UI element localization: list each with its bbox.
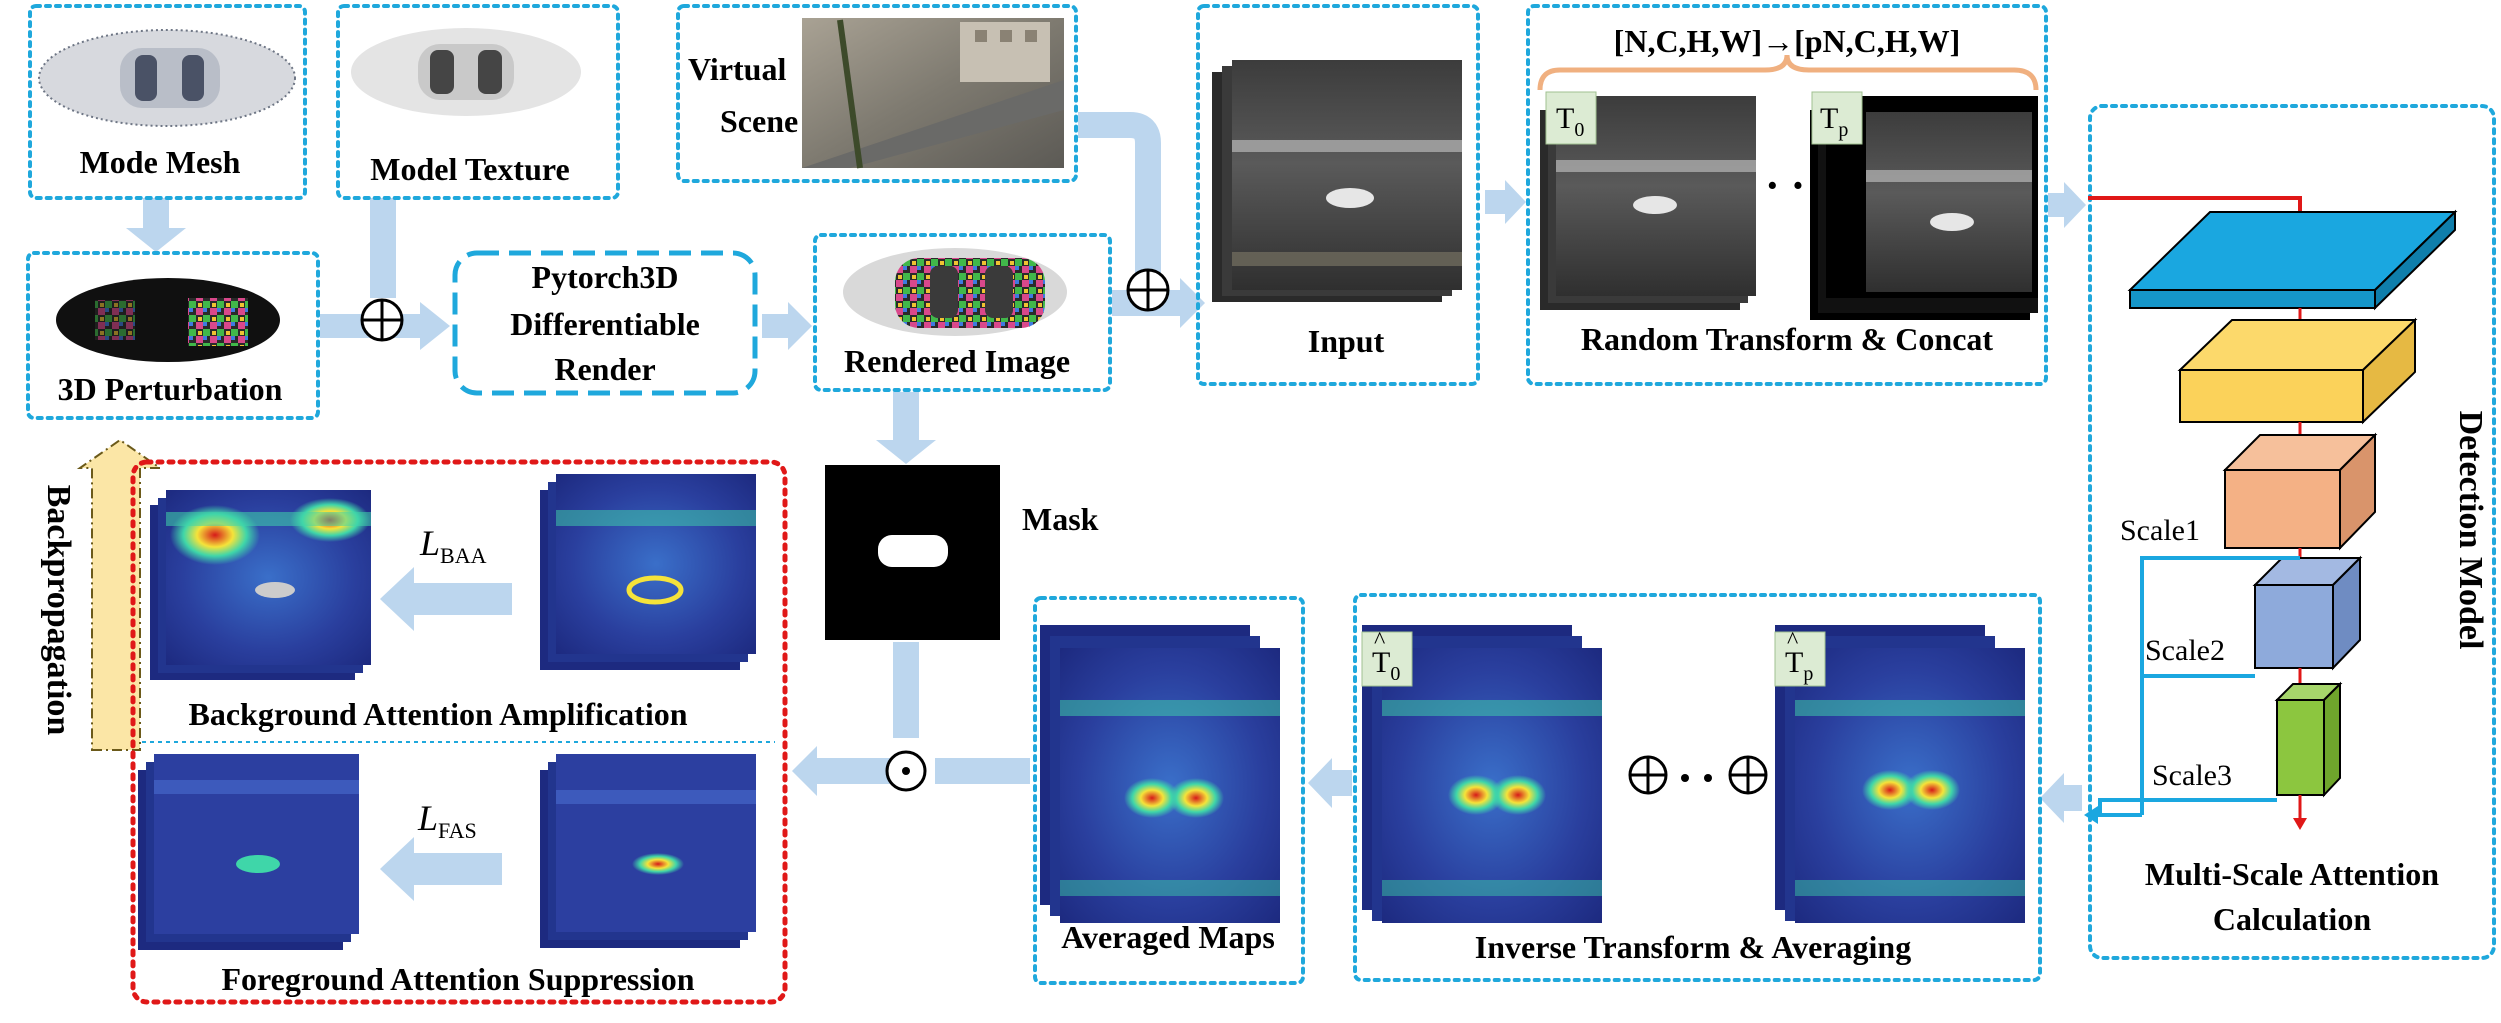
oplus-ellipsis (1628, 755, 1768, 795)
scale3-label: Scale3 (2152, 759, 2232, 792)
svg-text:^: ^ (1787, 628, 1798, 654)
tp-image-stack (1810, 91, 2038, 320)
fas-target-heatmap-stack (540, 754, 756, 948)
layer-cyan (2127, 209, 2458, 311)
fas-label: Foreground Attention Suppression (222, 961, 695, 997)
t0-hat-label: T0 (1372, 646, 1400, 685)
backpropagation-label: Backpropagation (40, 485, 77, 736)
perturbation-label: 3D Perturbation (58, 371, 283, 407)
virtual-scene-box (676, 4, 1078, 183)
input-image-stack (1212, 60, 1462, 302)
baa-heatmap-stack (150, 490, 371, 680)
baa-target-heatmap-stack (540, 474, 756, 670)
loss-box (130, 459, 788, 1005)
fas-heatmap-stack (138, 754, 359, 950)
t0-image-stack (1540, 91, 1756, 310)
pytorch3d-label-3: Render (554, 351, 655, 387)
virtual-scene-image (802, 18, 1064, 169)
layer-green (2274, 681, 2343, 798)
multi-scale-label-2: Calculation (2213, 901, 2371, 937)
detection-model-box (2088, 104, 2496, 960)
t0-label: T0 (1556, 102, 1584, 141)
input-label: Input (1308, 323, 1385, 359)
detection-model-label: Detection Model (2452, 411, 2489, 650)
flow-arrows (126, 112, 2086, 901)
shape-transform-label: [N,C,H,W]→[pN,C,H,W] (1614, 23, 1961, 59)
pytorch3d-render-box (452, 250, 758, 396)
model-texture-box (336, 4, 620, 200)
layer-yellow (2177, 317, 2418, 425)
scale2-label: Scale2 (2145, 634, 2225, 667)
scale-lines (2096, 556, 2300, 817)
loss-fas-label: LFAS (417, 798, 477, 843)
inverse-transform-label: Inverse Transform & Averaging (1475, 929, 1911, 965)
baa-label: Background Attention Amplification (188, 696, 687, 732)
tp-hat-label: Tp (1785, 646, 1813, 685)
mask-label: Mask (1022, 501, 1099, 537)
virtual-label: Virtual (688, 51, 786, 87)
pytorch3d-label-1: Pytorch3D (532, 259, 679, 295)
input-box (1196, 4, 1480, 386)
oplus-scene (1126, 268, 1170, 312)
model-texture-label: Model Texture (370, 151, 569, 187)
mode-mesh-box (28, 4, 307, 200)
oplus-texture (360, 298, 404, 342)
rendered-image-label: Rendered Image (844, 343, 1070, 379)
loss-baa-label: LBAA (419, 523, 487, 568)
averaged-heatmap-stack (1040, 625, 1280, 923)
perturbation-car-image (56, 278, 280, 362)
layer-blue (2252, 555, 2363, 671)
backprop-arrow (76, 438, 164, 751)
mode-mesh-label: Mode Mesh (80, 144, 241, 180)
mask-image (825, 465, 1000, 640)
mesh-car-image (38, 29, 296, 127)
scale1-label: Scale1 (2120, 514, 2200, 547)
layer-orange (2222, 432, 2378, 551)
concat-brace (1537, 54, 2039, 91)
odot-multiply (885, 750, 927, 792)
t0-hat-heatmap-stack (1361, 625, 1602, 923)
rendered-image-box (813, 233, 1112, 392)
tp-label: Tp (1820, 102, 1848, 141)
scene-label: Scene (720, 103, 798, 139)
pytorch3d-label-2: Differentiable (510, 306, 700, 342)
averaged-maps-box (1033, 596, 1305, 985)
inverse-transform-box (1353, 593, 2042, 982)
texture-car-image (351, 28, 581, 116)
rendered-car-image (843, 248, 1067, 336)
random-transform-label: Random Transform & Concat (1581, 321, 1993, 357)
svg-text:^: ^ (1374, 628, 1385, 654)
tp-hat-heatmap-stack (1774, 625, 2025, 923)
perturbation-box (26, 251, 320, 420)
multi-scale-label-1: Multi-Scale Attention (2145, 856, 2439, 892)
averaged-maps-label: Averaged Maps (1061, 919, 1275, 955)
ellipsis-top: · · (1765, 161, 1805, 210)
random-transform-box (1526, 4, 2048, 386)
